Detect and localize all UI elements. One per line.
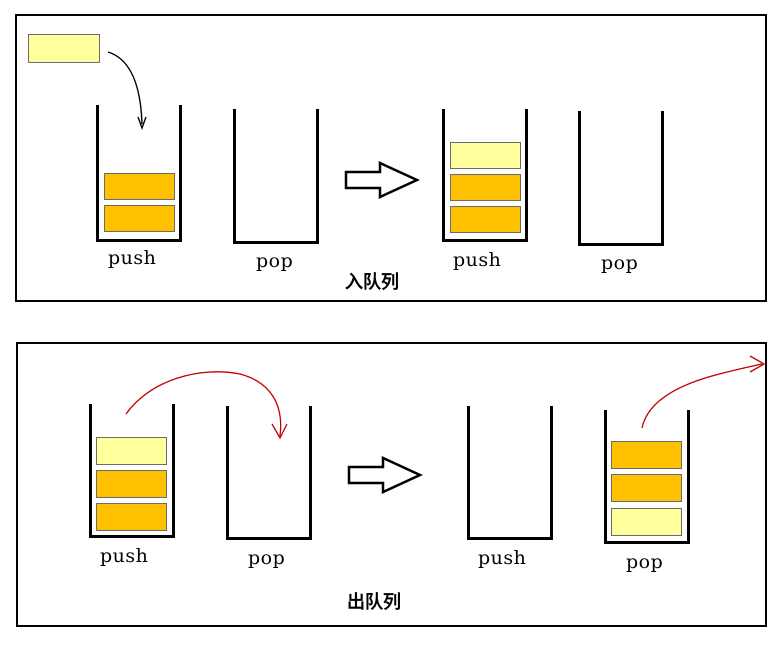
enqueue-before-pop-stack	[233, 109, 319, 244]
push-stack-label: push	[478, 547, 527, 569]
dequeue-after-push-stack	[467, 406, 553, 540]
dequeue-caption: 出队列	[347, 592, 401, 613]
stack-element	[104, 173, 175, 200]
enqueue-after-push-stack	[442, 109, 528, 242]
dequeue-before-pop-stack	[226, 406, 312, 540]
enqueue-caption: 入队列	[345, 272, 399, 293]
stack-element	[96, 503, 167, 531]
push-stack-label: push	[100, 545, 149, 567]
incoming-element	[28, 34, 100, 63]
dequeue-before-push-stack	[89, 404, 175, 538]
push-stack-label: push	[453, 249, 502, 271]
stack-element	[611, 474, 682, 502]
stack-element	[96, 470, 167, 498]
stack-element	[611, 441, 682, 469]
pop-stack-label: pop	[248, 547, 286, 569]
enqueue-before-push-stack	[96, 105, 182, 242]
stack-element	[450, 174, 521, 201]
stack-element	[104, 205, 175, 232]
stack-element	[450, 206, 521, 233]
pop-stack-label: pop	[256, 250, 294, 272]
stack-element-new	[611, 508, 682, 536]
stack-element-new	[96, 437, 167, 465]
push-stack-label: push	[108, 247, 157, 269]
stack-element-new	[450, 142, 521, 169]
pop-stack-label: pop	[626, 551, 664, 573]
dequeue-after-pop-stack	[604, 410, 690, 544]
pop-stack-label: pop	[601, 252, 639, 274]
enqueue-after-pop-stack	[578, 111, 664, 246]
